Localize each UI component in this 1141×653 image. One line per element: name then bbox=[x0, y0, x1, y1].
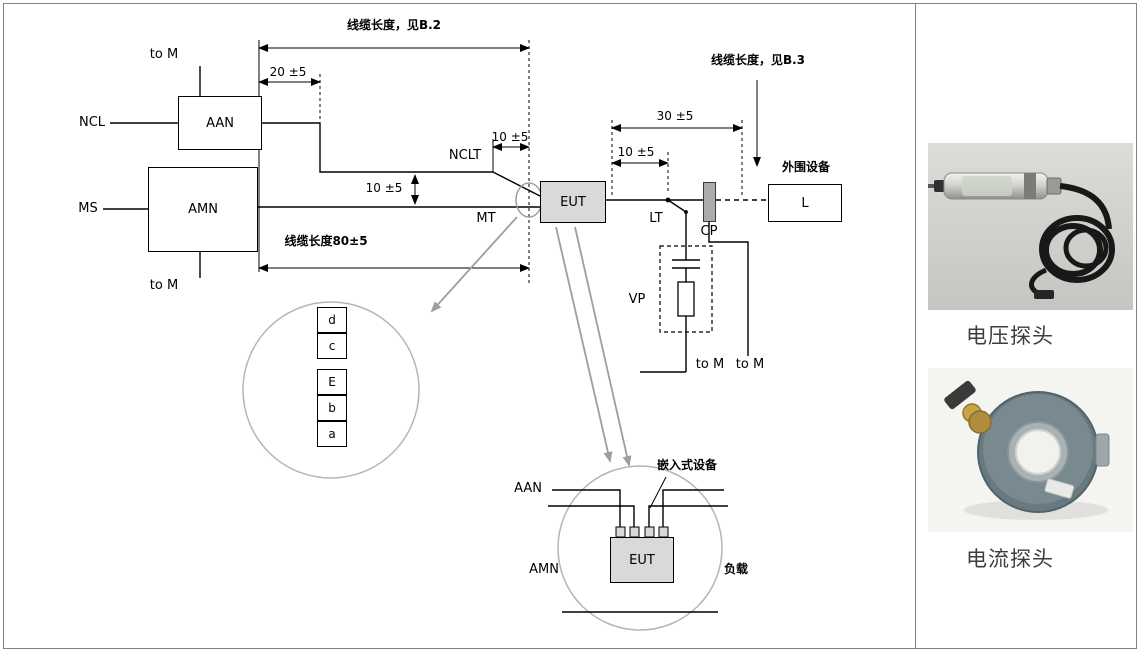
cable-length-b3-label: 线缆长度，见B.3 bbox=[710, 53, 806, 67]
current-probe-photo bbox=[928, 368, 1133, 532]
embedded-eut-pins bbox=[615, 526, 669, 538]
signal-wires bbox=[103, 66, 749, 373]
embedded-detail-wires bbox=[548, 476, 728, 613]
embedded-device-title: 嵌入式设备 bbox=[656, 458, 717, 472]
eut-block: EUT bbox=[540, 181, 606, 223]
bnc-connector bbox=[944, 380, 992, 434]
outer-frame bbox=[3, 3, 1137, 649]
wire-b-label: b bbox=[328, 401, 336, 415]
ncl-label: NCL bbox=[78, 115, 106, 130]
voltage-probe-caption: 电压探头 bbox=[966, 324, 1054, 348]
wire-box-c: c bbox=[317, 333, 347, 359]
wire-detail-circle bbox=[242, 301, 420, 479]
cable-length-80-label: 线缆长度80±5 bbox=[284, 234, 368, 248]
vp-label: VP bbox=[628, 292, 646, 307]
to-m-amn-label: to M bbox=[149, 278, 179, 293]
wire-box-e: E bbox=[317, 369, 347, 395]
dim-10-gap-label: 10 ±5 bbox=[365, 181, 403, 195]
embedded-amn-label: AMN bbox=[529, 562, 559, 577]
dimension-extension-lines bbox=[319, 40, 743, 285]
to-m-vp-label: to M bbox=[695, 357, 725, 372]
current-probe-caption: 电流探头 bbox=[966, 547, 1054, 571]
junction-dot bbox=[665, 197, 671, 203]
voltage-probe-photo bbox=[928, 143, 1133, 310]
wire-c-label: c bbox=[328, 339, 336, 353]
wire-box-b: b bbox=[317, 395, 347, 421]
current-clamp-torus bbox=[977, 391, 1099, 513]
test-setup-diagram-linework bbox=[103, 40, 768, 631]
eut-label: EUT bbox=[560, 194, 586, 210]
callout-arrow-1 bbox=[430, 216, 518, 313]
cable-length-b2-label: 线缆长度，见B.2 bbox=[346, 18, 442, 32]
wire-box-a: a bbox=[317, 421, 347, 447]
to-m-top-label: to M bbox=[149, 47, 179, 62]
clamp-latch bbox=[1095, 433, 1110, 467]
embedded-eut-block: EUT bbox=[610, 537, 674, 583]
panel-divider bbox=[915, 4, 916, 649]
dim-20-label: 20 ±5 bbox=[269, 65, 307, 79]
ms-label: MS bbox=[78, 201, 98, 216]
detail-callouts bbox=[242, 182, 723, 631]
embedded-detail-circle bbox=[557, 465, 723, 631]
voltage-probe-art bbox=[928, 143, 1133, 310]
eut-input-highlight-ellipse bbox=[515, 182, 543, 218]
aan-block: AAN bbox=[178, 96, 262, 150]
callout-arrow-3 bbox=[574, 226, 632, 467]
lt-label: LT bbox=[649, 211, 663, 226]
dim-30-label: 30 ±5 bbox=[656, 109, 694, 123]
amn-label: AMN bbox=[188, 202, 218, 217]
mt-label: MT bbox=[476, 211, 496, 226]
probe-cable-plug bbox=[1034, 290, 1054, 299]
vp-capacitor bbox=[672, 259, 700, 269]
dimension-lines bbox=[258, 40, 761, 272]
peripheral-l-label: L bbox=[801, 195, 809, 211]
to-m-cp-label: to M bbox=[735, 357, 765, 372]
cp-coupler-block bbox=[703, 182, 716, 222]
dim-10-nclt-label: 10 ±5 bbox=[491, 130, 529, 144]
tap-dot bbox=[684, 210, 688, 214]
nclt-label: NCLT bbox=[448, 148, 482, 163]
cp-label: CP bbox=[700, 224, 718, 239]
vp-network bbox=[659, 197, 713, 333]
current-probe-art bbox=[928, 368, 1133, 532]
vp-dashed-box bbox=[659, 245, 713, 333]
vp-resistor bbox=[677, 281, 695, 317]
embedded-eut-label: EUT bbox=[629, 552, 655, 568]
wire-a-label: a bbox=[328, 427, 336, 441]
wire-box-d: d bbox=[317, 307, 347, 333]
probe-body bbox=[928, 172, 1062, 200]
dim-10-lt-label: 10 ±5 bbox=[617, 145, 655, 159]
embedded-aan-label: AAN bbox=[514, 481, 542, 496]
aan-label: AAN bbox=[206, 115, 234, 131]
peripheral-device-label: 外围设备 bbox=[781, 160, 830, 174]
amn-block: AMN bbox=[148, 167, 258, 252]
embedded-load-label: 负载 bbox=[723, 562, 748, 576]
wire-d-label: d bbox=[328, 313, 336, 327]
peripheral-l-block: L bbox=[768, 184, 842, 222]
callout-arrow-2 bbox=[555, 226, 613, 463]
wire-e-label: E bbox=[328, 375, 336, 389]
